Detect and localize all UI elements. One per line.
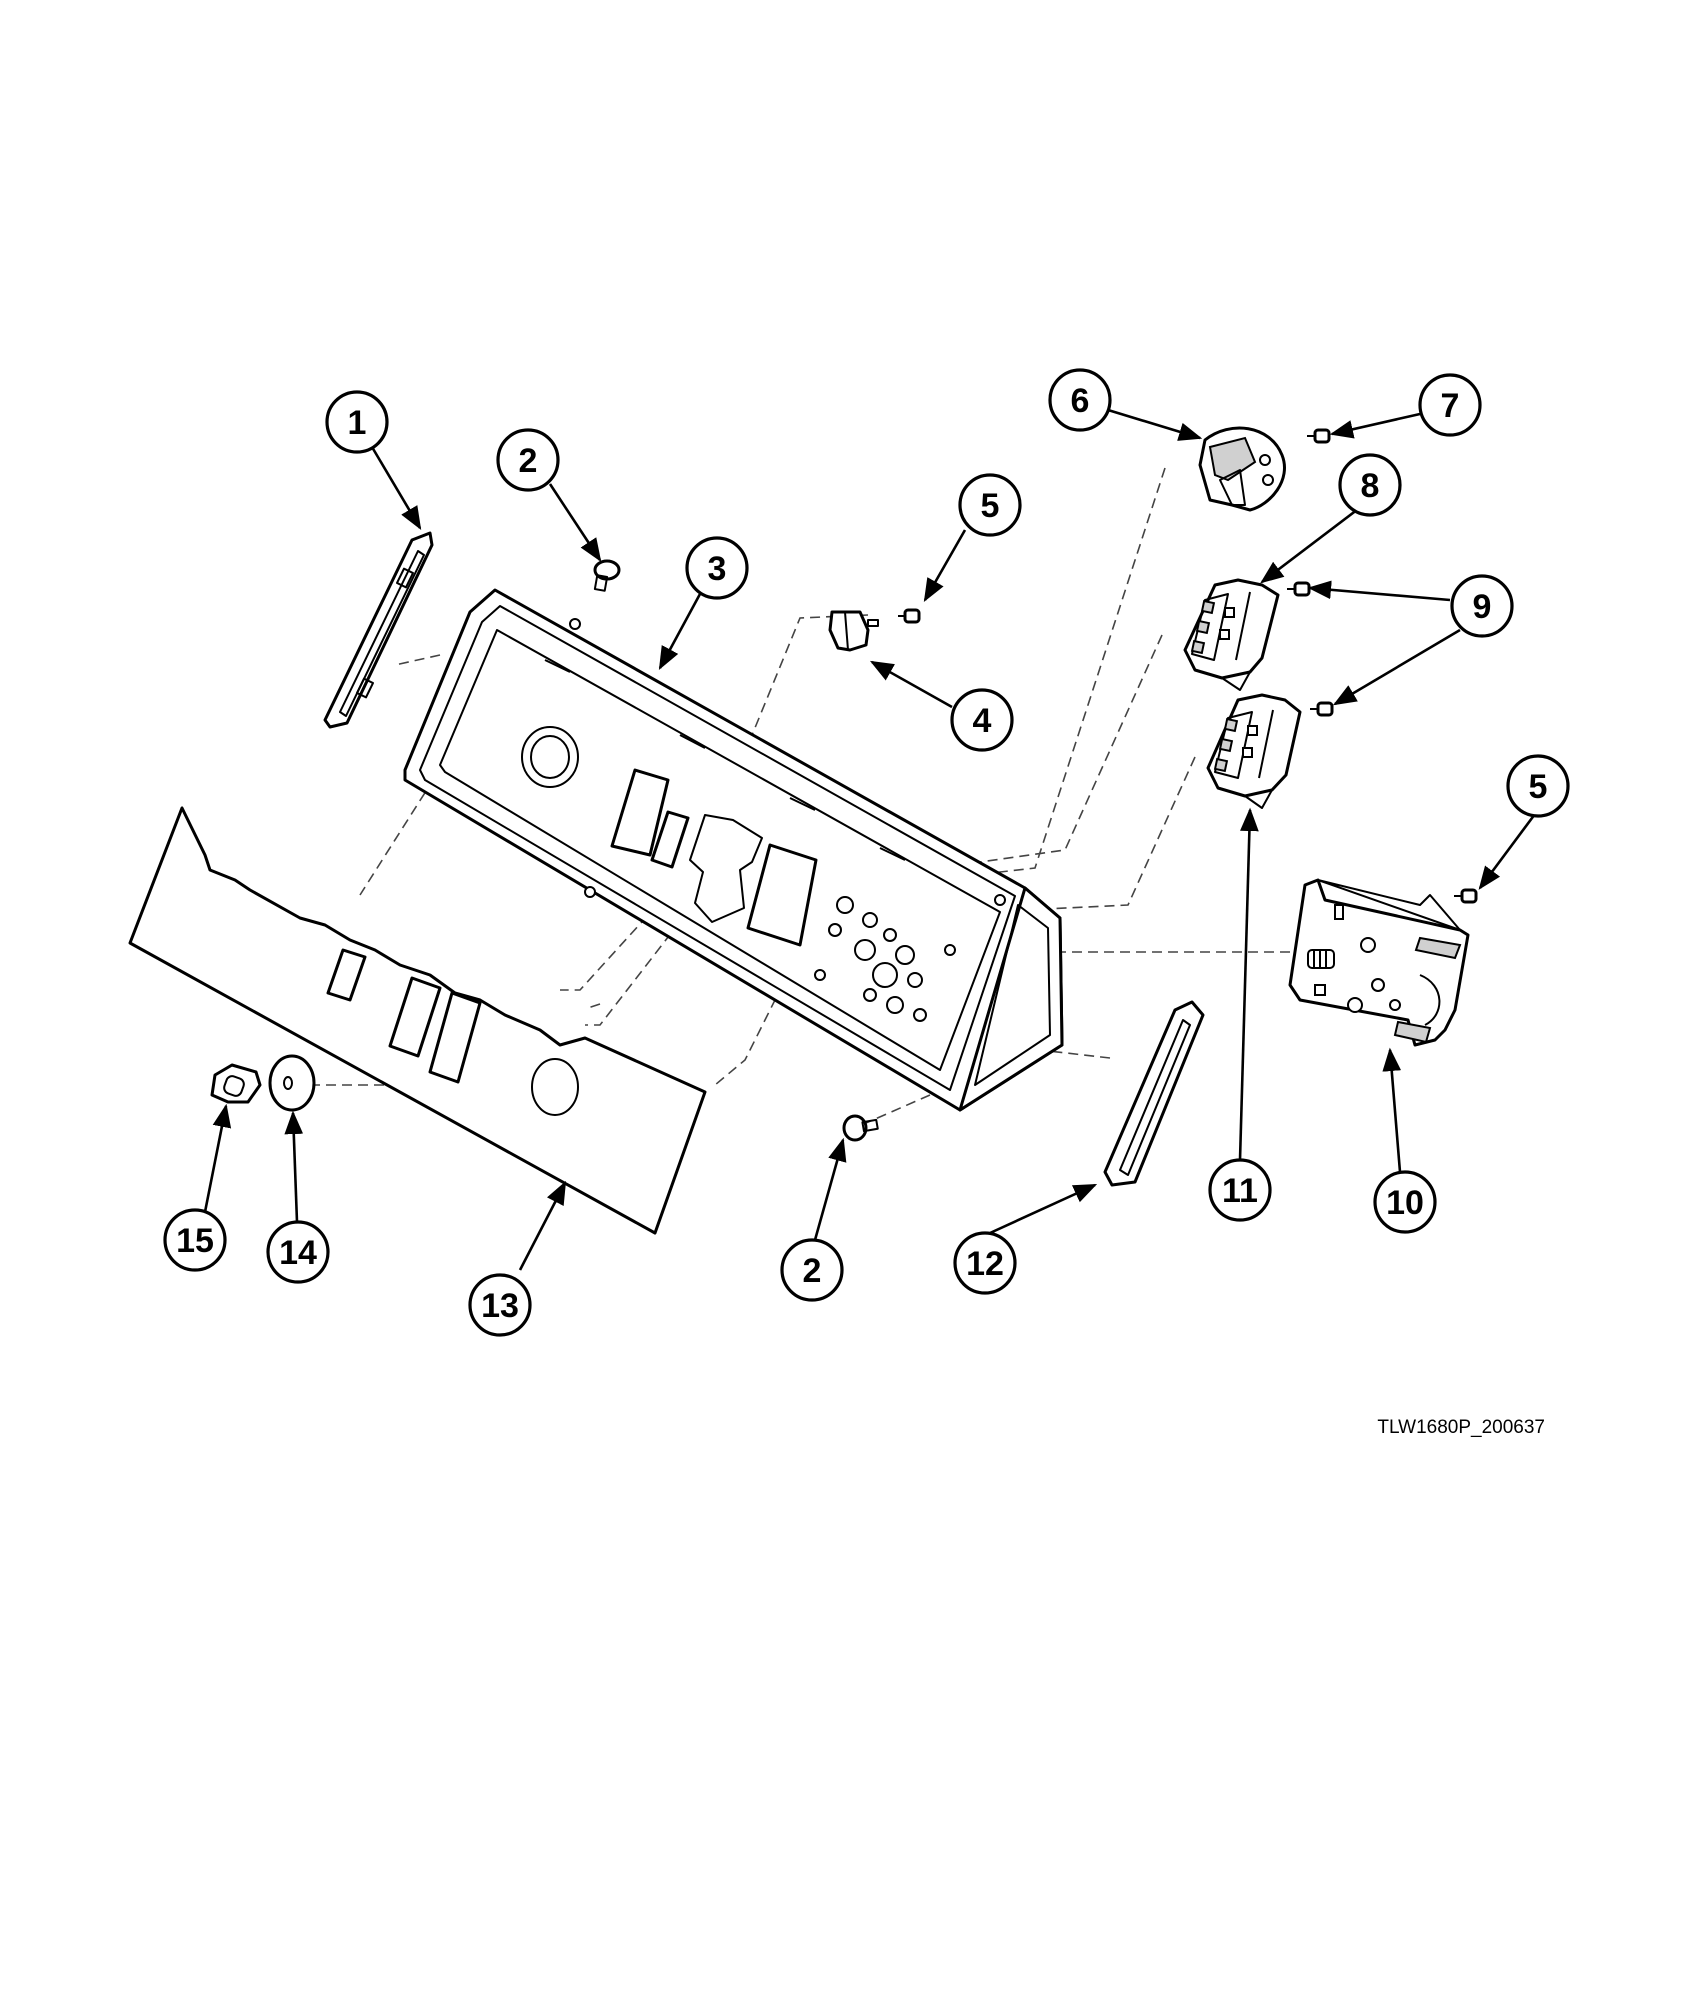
push-button xyxy=(210,1063,262,1104)
callout-6: 6 xyxy=(1048,368,1112,432)
screw-timer xyxy=(1454,888,1478,904)
callout-11: 11 xyxy=(1208,1158,1272,1222)
screw-module-lower xyxy=(1310,701,1334,717)
callout-2-lower: 2 xyxy=(780,1238,844,1302)
timer xyxy=(1288,878,1470,1047)
callout-12: 12 xyxy=(953,1231,1017,1295)
callout-label: 3 xyxy=(708,550,727,588)
callout-5-lower: 5 xyxy=(1506,754,1570,818)
callout-label: 15 xyxy=(176,1222,214,1260)
callout-label: 10 xyxy=(1386,1184,1424,1222)
callout-label: 2 xyxy=(519,442,538,480)
callout-label: 5 xyxy=(1529,768,1548,806)
callout-label: 6 xyxy=(1071,382,1090,420)
drawing-id-label: TLW1680P_200637 xyxy=(1377,1417,1545,1438)
right-end-cap xyxy=(1103,1000,1205,1187)
control-panel-overlay xyxy=(128,806,707,1235)
callout-10: 10 xyxy=(1373,1170,1437,1234)
callout-9: 9 xyxy=(1450,574,1514,638)
callout-14: 14 xyxy=(266,1220,330,1284)
callout-label: 2 xyxy=(803,1252,822,1290)
switch-module-upper xyxy=(1183,578,1280,691)
callout-label: 14 xyxy=(279,1234,317,1272)
callout-7: 7 xyxy=(1418,373,1482,437)
callout-label: 12 xyxy=(966,1245,1004,1283)
callout-2-upper: 2 xyxy=(496,428,560,492)
screw-selector xyxy=(1307,428,1331,444)
selector-switch xyxy=(1198,426,1286,512)
callout-label: 7 xyxy=(1441,387,1460,425)
knob xyxy=(268,1054,316,1112)
callout-1: 1 xyxy=(325,390,389,454)
callout-4: 4 xyxy=(950,688,1014,752)
screw-module-upper xyxy=(1287,581,1311,597)
screw-lower xyxy=(842,1114,879,1142)
callout-15: 15 xyxy=(163,1208,227,1272)
callout-label: 4 xyxy=(973,702,992,740)
panel-mounting-holes xyxy=(569,618,1006,1022)
callout-8: 8 xyxy=(1338,453,1402,517)
callout-13: 13 xyxy=(468,1273,532,1337)
control-panel-housing xyxy=(403,588,1064,1112)
switch xyxy=(828,610,879,652)
callout-label: 11 xyxy=(1222,1172,1258,1210)
callout-3: 3 xyxy=(685,536,749,600)
callout-label: 5 xyxy=(981,487,1000,525)
callout-5-upper: 5 xyxy=(958,473,1022,537)
screw-switch xyxy=(898,608,921,624)
screw-upper xyxy=(593,559,621,592)
callout-label: 9 xyxy=(1473,588,1492,626)
switch-module-lower xyxy=(1206,693,1302,809)
callout-label: 1 xyxy=(348,404,367,442)
left-end-cap xyxy=(323,531,434,729)
leader-lines xyxy=(203,408,1540,1271)
callout-label: 13 xyxy=(481,1287,519,1325)
callout-label: 8 xyxy=(1361,467,1380,505)
